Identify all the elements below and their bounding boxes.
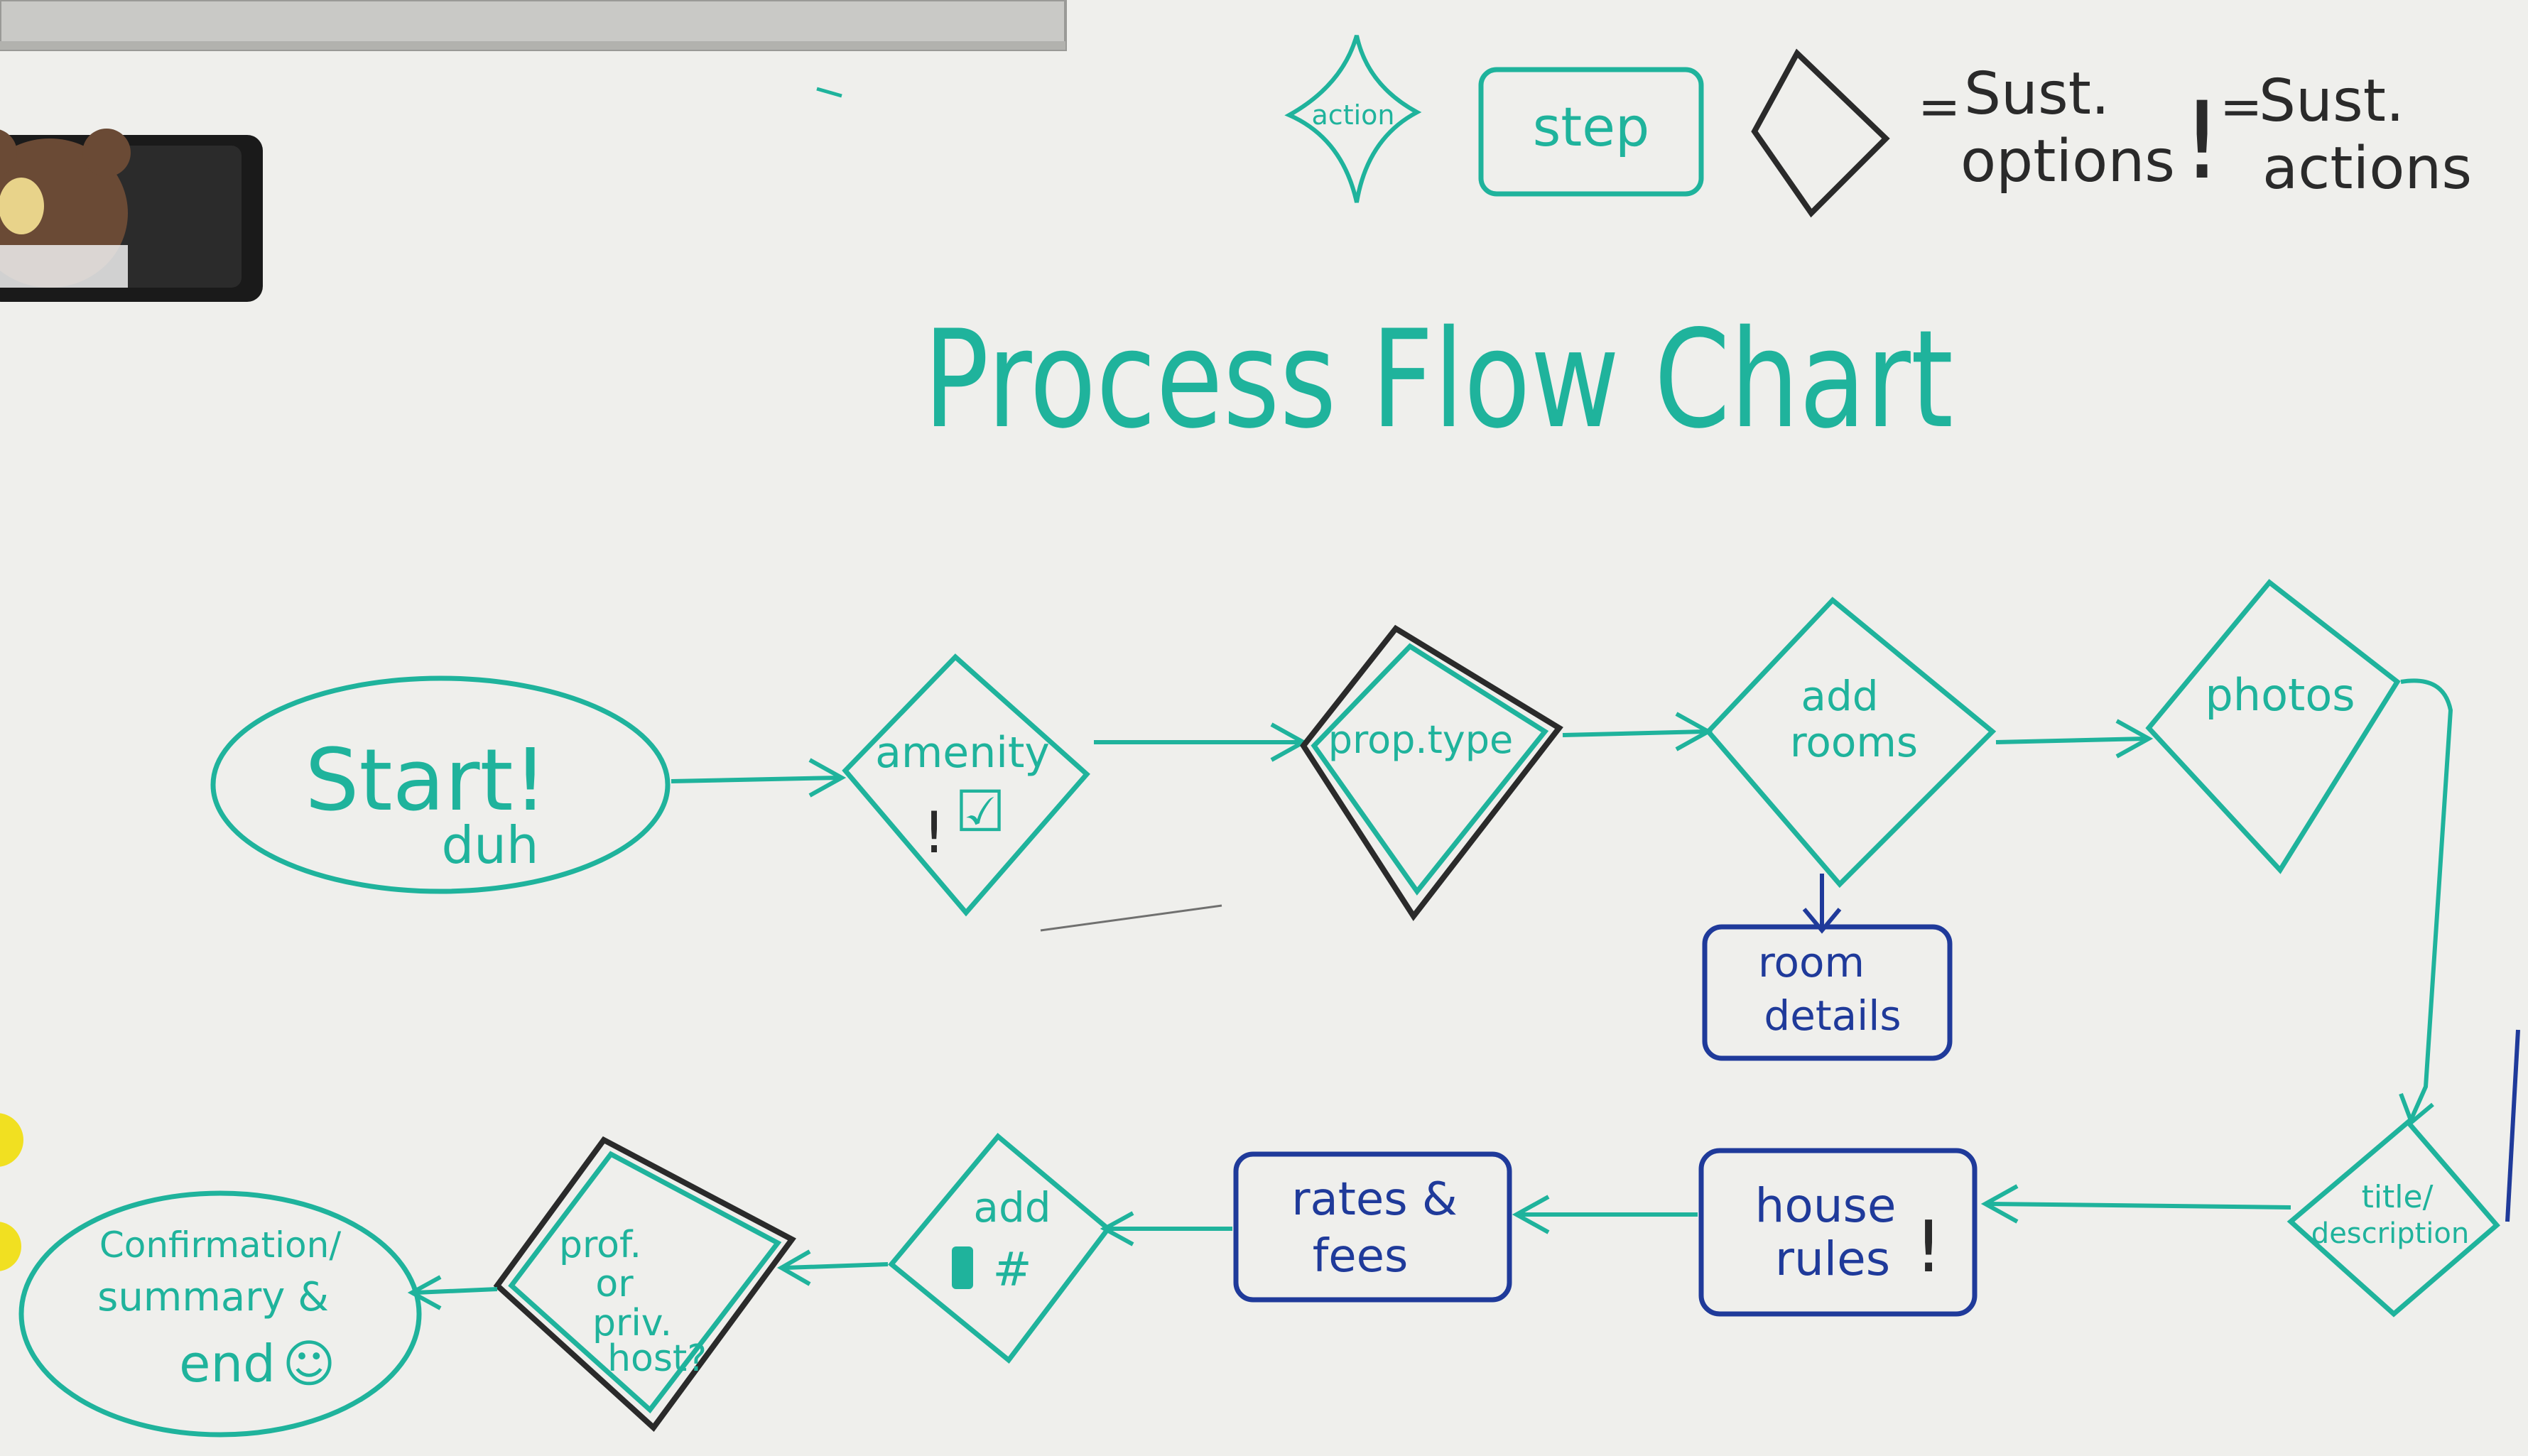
legend-action-label: action [1312,99,1395,131]
magnet [0,1222,21,1271]
room-details-label-1: room [1758,938,1865,987]
confirmation-label-3: end [179,1334,276,1393]
start-sublabel: duh [442,815,539,875]
add-hash-label-2: # [992,1242,1031,1297]
legend-actions-text-2: actions [2262,135,2472,202]
legend-options-text-1: Sust. [1964,60,2110,128]
amenity-label: amenity [875,728,1050,778]
add-hash-label-1: add [973,1183,1051,1232]
marker-icon [952,1246,973,1289]
house-rules-label-2: rules [1775,1232,1890,1286]
metal-tray-edge [0,41,1065,50]
prof-priv-label-1: prof. [559,1224,641,1266]
amenity-bang: ! [923,800,945,866]
legend-options-diamond [1751,48,1890,218]
stray-mark [1040,904,1222,932]
arrow-prof-confirmation [415,1287,498,1295]
arrowhead [1980,1184,2019,1224]
legend-bang: ! [2181,80,2223,203]
prof-priv-label-4: host? [607,1337,707,1380]
checkbox-icon: ☑ [955,778,1006,844]
house-rules-node [1698,1148,1978,1317]
prof-priv-label-3: priv. [592,1302,672,1344]
stray-mark [816,87,842,98]
amenity-node [842,653,1090,917]
arrow-photos-title [2400,678,2453,1120]
arrowhead [2115,719,2154,759]
photos-node [2145,579,2401,874]
legend-options-text-2: options [1960,128,2175,195]
blue-edge-mark [2505,1029,2520,1222]
add-rooms-label-2: rooms [1790,718,1918,766]
proptype-node-black [1300,624,1563,921]
arrow-add-prof [784,1262,889,1270]
bear-sticker [0,129,131,288]
arrow-start-amenity [671,776,839,783]
prof-priv-label-2: or [595,1263,634,1305]
add-rooms-label-1: add [1801,672,1878,720]
start-label: Start! [305,732,547,830]
arrow-proptype-addrooms [1562,729,1705,737]
add-rooms-node [1705,597,1997,889]
start-node [210,675,671,894]
confirmation-label-1: Confirmation/ [99,1224,341,1266]
prof-priv-node-black [493,1136,796,1432]
proptype-node [1311,643,1549,896]
magnet [0,1113,23,1167]
arrowhead [1512,1195,1550,1234]
house-rules-label-1: house [1754,1178,1896,1233]
room-details-node [1702,924,1953,1061]
legend-actions-text-1: Sust. [2259,67,2404,135]
arrow-title-houserules [1988,1202,2291,1210]
confirmation-node [18,1190,422,1438]
arrow-addrooms-photos [1995,737,2146,744]
arrowhead [776,1249,811,1286]
add-hash-node [888,1133,1112,1364]
arrowhead [407,1275,442,1310]
proptype-label: prop.type [1328,717,1513,762]
prof-priv-node [508,1151,782,1414]
chart-title: Process Flow Chart [923,301,1953,458]
room-details-label-2: details [1764,992,1901,1040]
rates-fees-label-1: rates & [1291,1173,1458,1226]
title-description-label-2: description [2311,1217,2469,1250]
confirmation-label-2: summary & [97,1274,329,1320]
legend-step-label: step [1533,95,1649,158]
legend: action step = Sust. options ! = Sust. ac… [1284,35,2472,218]
arrowhead [808,758,847,798]
arrowhead [1802,908,1842,934]
legend-step-box [1478,67,1704,197]
title-description-label-1: title/ [2362,1179,2434,1215]
rates-fees-node [1233,1151,1512,1303]
legend-action-diamond [1284,35,1422,203]
legend-equals-2: = [2220,77,2262,136]
smiley-icon: ☺ [282,1334,335,1393]
house-rules-bang: ! [1914,1205,1943,1288]
photos-label: photos [2205,669,2355,721]
title-description-node [2286,1119,2500,1318]
rates-fees-label-2: fees [1313,1230,1409,1283]
arrowhead [2399,1092,2434,1126]
legend-equals-1: = [1918,77,1960,136]
